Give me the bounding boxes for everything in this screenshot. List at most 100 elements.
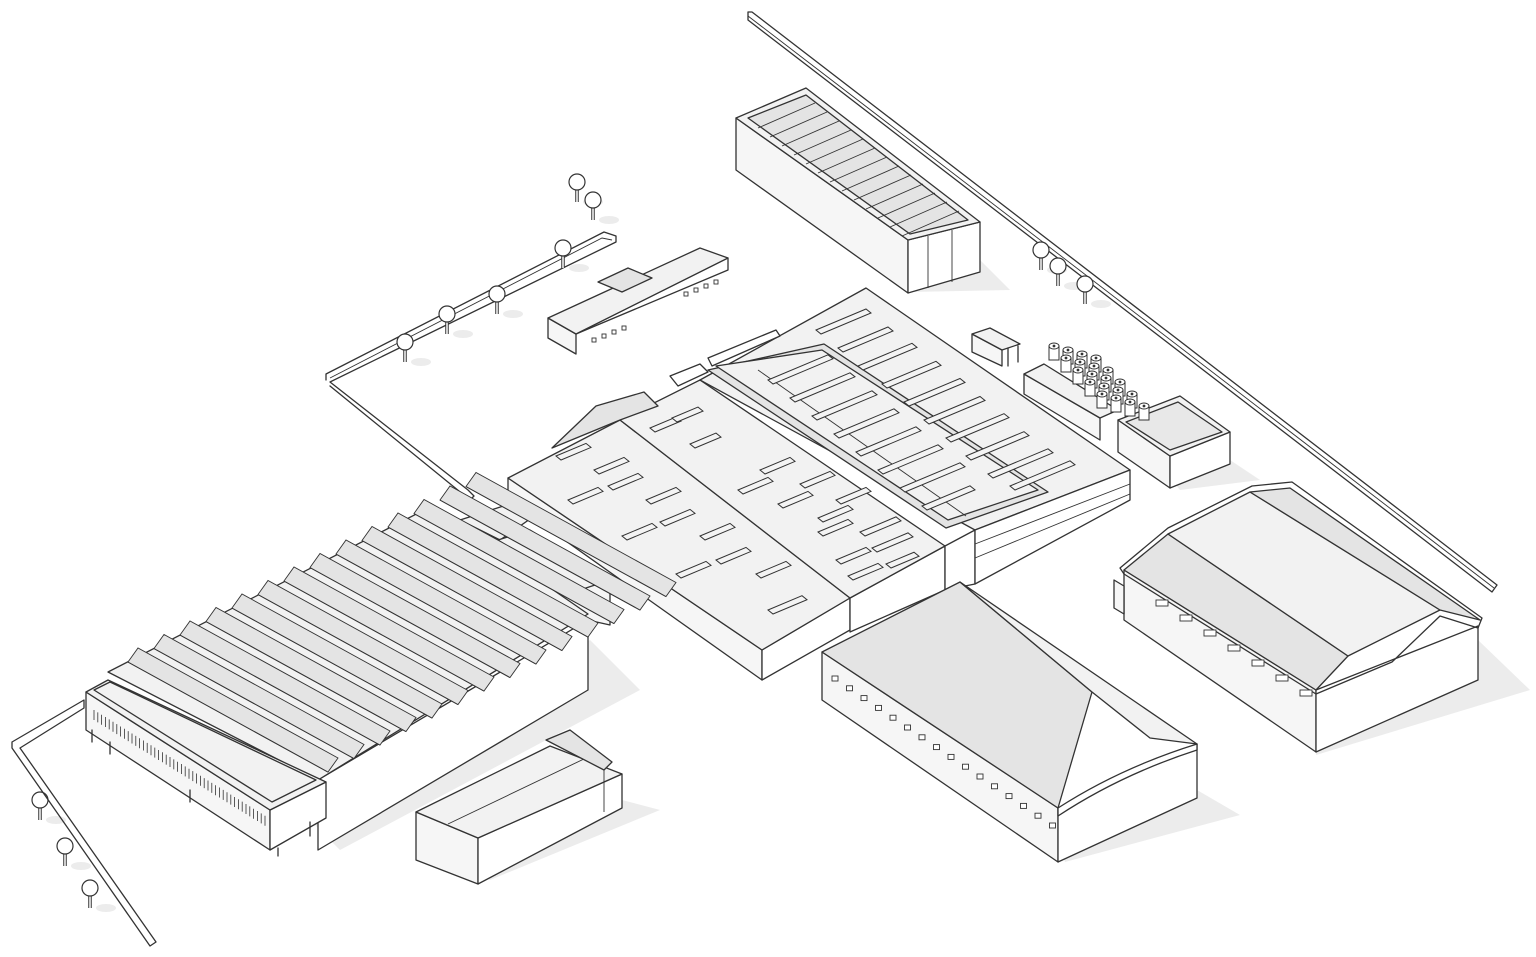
skylight (817, 504, 854, 523)
window (1020, 802, 1027, 809)
skylight (835, 546, 872, 565)
window (947, 753, 955, 760)
annex-window-strip (93, 710, 266, 826)
roof-slope (361, 525, 573, 652)
skylight (811, 390, 878, 421)
silo (1084, 378, 1096, 397)
skylight (607, 472, 644, 491)
roof-slope (153, 633, 365, 760)
window (846, 685, 853, 692)
window (1227, 644, 1241, 652)
skylights (555, 308, 1076, 615)
roof-slope (127, 647, 339, 773)
skylight (737, 476, 774, 495)
tree (1076, 275, 1111, 308)
roof-slope (309, 552, 521, 679)
tree (488, 285, 523, 318)
window (1203, 629, 1217, 637)
skylight (847, 562, 884, 581)
skylight (649, 416, 682, 433)
skylight (859, 516, 902, 537)
skylight (621, 522, 658, 541)
skylight (671, 406, 704, 423)
silos (1048, 342, 1150, 421)
sawtooth-ribs (127, 471, 677, 773)
left-annex (85, 679, 327, 857)
left-hall (107, 471, 677, 851)
skylight (715, 546, 752, 565)
skylight (837, 326, 894, 353)
silo (1072, 366, 1084, 385)
skylight (885, 551, 920, 569)
access-path-bottom (11, 699, 157, 947)
window (991, 783, 998, 790)
roof-slope (179, 620, 391, 746)
skylight (899, 462, 966, 493)
right-warehouse-windows (1155, 599, 1313, 697)
silo (1110, 394, 1122, 413)
roof-slope (465, 471, 677, 598)
tree (56, 837, 91, 870)
trees (31, 173, 1111, 912)
roof-slope (205, 606, 417, 733)
stilts (91, 729, 311, 857)
skylight (759, 456, 796, 475)
skylight (923, 395, 986, 425)
utility-area (971, 327, 1231, 489)
skylight (645, 486, 682, 505)
window (889, 714, 897, 721)
skylight (965, 431, 1030, 461)
skylight (881, 360, 942, 389)
office-building (547, 247, 729, 355)
skylight (789, 372, 856, 403)
small-storage (415, 729, 623, 885)
office-windows (591, 279, 719, 343)
skylight (699, 522, 736, 541)
roof-slope (413, 498, 625, 625)
window (875, 704, 882, 711)
skylight (903, 377, 966, 407)
roof-slope (283, 566, 495, 692)
skylight (1009, 460, 1076, 491)
skylight (877, 444, 944, 475)
roof-slope (439, 485, 651, 611)
skylight (857, 342, 918, 371)
skylight (817, 518, 854, 537)
skylight (777, 490, 814, 509)
skylight (871, 532, 914, 553)
skylight (987, 448, 1054, 479)
skylight (855, 426, 922, 457)
window (1049, 822, 1056, 829)
silo (1060, 354, 1072, 373)
right-warehouse (1113, 481, 1483, 753)
window (918, 734, 926, 741)
skylight (767, 595, 808, 615)
window (904, 724, 911, 731)
skylight (675, 560, 712, 579)
window (1275, 674, 1289, 682)
middle-warehouse (821, 581, 1198, 863)
window (976, 773, 984, 780)
window (1005, 793, 1013, 800)
skylight (815, 308, 872, 335)
window (962, 763, 969, 770)
window (1299, 689, 1313, 697)
skylight (659, 508, 696, 527)
window (860, 695, 868, 702)
top-warehouse (735, 87, 981, 294)
tree (396, 333, 431, 366)
silo (1138, 402, 1150, 421)
roof-slope (387, 512, 599, 638)
railway-track (747, 11, 1498, 593)
window (1179, 614, 1193, 622)
skylight (767, 354, 834, 385)
skylight (945, 413, 1010, 443)
skylight (689, 432, 722, 449)
window (1034, 812, 1042, 819)
skylight (835, 486, 872, 505)
tree (554, 239, 589, 272)
tree (81, 879, 116, 912)
roof-slope (231, 593, 443, 719)
silo (1096, 390, 1108, 409)
